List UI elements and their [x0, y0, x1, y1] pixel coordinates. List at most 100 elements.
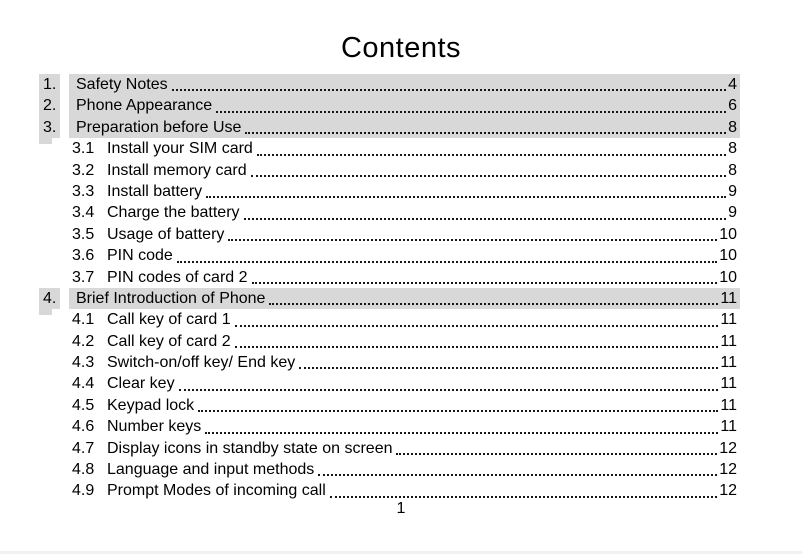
toc-entry-body: Display icons in standby state on screen…	[107, 438, 740, 459]
toc-entry-row[interactable]: 4.6 Number keys 11	[39, 416, 740, 437]
toc-entry-label: PIN codes of card 2	[107, 268, 248, 286]
dot-leader	[231, 309, 721, 330]
toc-entry-body: Safety Notes 4	[69, 74, 740, 96]
toc-entry-row[interactable]: 3.1 Install your SIM card 8	[39, 138, 740, 159]
toc-entry-number: 4.6	[72, 418, 95, 436]
dot-leader	[212, 95, 728, 116]
toc-entry-label: Preparation before Use	[76, 118, 242, 136]
toc-entry-page: 11	[720, 332, 737, 350]
toc-entry-row[interactable]: 4. Brief Introduction of Phone 11	[39, 287, 740, 316]
dot-leader	[240, 202, 729, 223]
toc-entry-label: Brief Introduction of Phone	[76, 289, 266, 307]
dot-leader	[231, 331, 721, 352]
toc-entry-page: 11	[720, 289, 737, 307]
toc-entry-row[interactable]: 4.3 Switch-on/off key/ End key 11	[39, 352, 740, 373]
toc-entry-body: Call key of card 1 11	[107, 309, 740, 330]
toc-entry-label: Language and input methods	[107, 461, 315, 479]
toc-entry-page: 8	[728, 118, 737, 136]
toc-entry-body: Usage of battery 10	[107, 224, 740, 245]
toc-entry-row[interactable]: 3.7 PIN codes of card 2 10	[39, 267, 740, 288]
toc-entry-page: 11	[720, 375, 737, 393]
dot-leader	[224, 224, 719, 245]
toc-entry-label: Install battery	[107, 182, 203, 200]
dot-leader	[202, 181, 728, 202]
toc-entry-row[interactable]: 3.6 PIN code 10	[39, 245, 740, 266]
toc-entry-row[interactable]: 4.7 Display icons in standby state on sc…	[39, 438, 740, 459]
toc-entry-number: 4.3	[72, 354, 95, 372]
toc-entry-page: 10	[719, 225, 737, 243]
toc-entry-row[interactable]: 2. Phone Appearance 6	[39, 95, 740, 124]
toc-entry-row[interactable]: 3.2 Install memory card 8	[39, 160, 740, 181]
toc-entry-number: 4.	[39, 287, 60, 316]
toc-entry-page: 12	[719, 461, 737, 479]
toc-entry-row[interactable]: 4.8 Language and input methods 12	[39, 459, 740, 480]
toc-entry-row[interactable]: 4.9 Prompt Modes of incoming call 12	[39, 480, 740, 501]
dot-leader	[247, 160, 729, 181]
toc-entry-label: Switch-on/off key/ End key	[107, 354, 296, 372]
toc-entry-body: Brief Introduction of Phone 11	[69, 287, 740, 310]
toc-entry-body: Number keys 11	[107, 416, 740, 437]
toc-entry-number: 3.4	[72, 204, 95, 222]
toc-entry-label: Call key of card 2	[107, 332, 231, 350]
toc-entry-row[interactable]: 3.3 Install battery 9	[39, 181, 740, 202]
dot-leader	[175, 373, 721, 394]
toc-entry-number: 4.4	[72, 375, 95, 393]
toc-entry-body: Install memory card 8	[107, 160, 740, 181]
toc-entry-row[interactable]: 3. Preparation before Use 8	[39, 116, 740, 145]
toc-entry-number: 4.8	[72, 461, 95, 479]
toc-entry-page: 11	[720, 418, 737, 436]
toc-entry-body: Switch-on/off key/ End key 11	[107, 352, 740, 373]
toc-entry-number: 4.2	[72, 332, 95, 350]
toc-entry-label: Install your SIM card	[107, 140, 253, 158]
toc-entry-row[interactable]: 4.4 Clear key 11	[39, 373, 740, 394]
toc-entry-body: Keypad lock 11	[107, 395, 740, 416]
page-title: Contents	[340, 32, 462, 64]
toc-entry-number: 3.5	[72, 225, 95, 243]
toc-entry-label: Call key of card 1	[107, 311, 231, 329]
dot-leader	[265, 288, 720, 309]
dot-leader	[326, 480, 719, 501]
toc-entry-label: Number keys	[107, 418, 202, 436]
toc-entry-label: Install memory card	[107, 161, 247, 179]
toc-entry-number: 3.7	[72, 268, 95, 286]
toc-number-gap	[60, 288, 69, 309]
toc-entry-page: 10	[719, 247, 737, 265]
toc-entry-row[interactable]: 1. Safety Notes 4	[39, 74, 740, 102]
toc-entry-body: Call key of card 2 11	[107, 331, 740, 352]
toc-entry-row[interactable]: 3.4 Charge the battery 9	[39, 202, 740, 223]
toc-entry-body: Preparation before Use 8	[69, 116, 740, 139]
toc-entry-body: Charge the battery 9	[107, 202, 740, 223]
toc-entry-page: 11	[720, 311, 737, 329]
dot-leader	[392, 438, 719, 459]
toc-entry-page: 11	[720, 396, 737, 414]
toc-entry-number: 1.	[39, 74, 60, 102]
toc-entry-number: 3.2	[72, 161, 95, 179]
toc-entry-page: 12	[719, 439, 737, 457]
toc-entry-body: Install battery 9	[107, 181, 740, 202]
dot-leader	[168, 74, 728, 95]
toc-entry-row[interactable]: 4.5 Keypad lock 11	[39, 395, 740, 416]
toc-entry-number: 3.1	[72, 140, 95, 158]
table-of-contents: 1. Safety Notes 4 2. Phone Appearance 6 …	[39, 74, 740, 502]
toc-number-gap	[60, 117, 69, 138]
dot-leader	[295, 352, 720, 373]
toc-entry-row[interactable]: 3.5 Usage of battery 10	[39, 224, 740, 245]
toc-entry-label: Display icons in standby state on screen	[107, 439, 393, 457]
toc-entry-label: Usage of battery	[107, 225, 225, 243]
toc-number-gap	[60, 95, 69, 116]
toc-entry-number: 3.3	[72, 182, 95, 200]
toc-entry-row[interactable]: 4.1 Call key of card 1 11	[39, 309, 740, 330]
dot-leader	[241, 117, 728, 138]
toc-entry-number: 4.7	[72, 439, 95, 457]
toc-entry-page: 10	[719, 268, 737, 286]
toc-entry-number: 3.6	[72, 247, 95, 265]
toc-number-gap	[60, 74, 69, 95]
toc-entry-row[interactable]: 4.2 Call key of card 2 11	[39, 331, 740, 352]
toc-entry-label: Safety Notes	[76, 76, 168, 93]
toc-entry-body: Clear key 11	[107, 373, 740, 394]
dot-leader	[201, 416, 720, 437]
toc-entry-number: 4.9	[72, 482, 95, 500]
toc-entry-number: 4.1	[72, 311, 95, 329]
toc-entry-number: 2.	[39, 95, 60, 124]
toc-entry-body: Phone Appearance 6	[69, 95, 740, 117]
